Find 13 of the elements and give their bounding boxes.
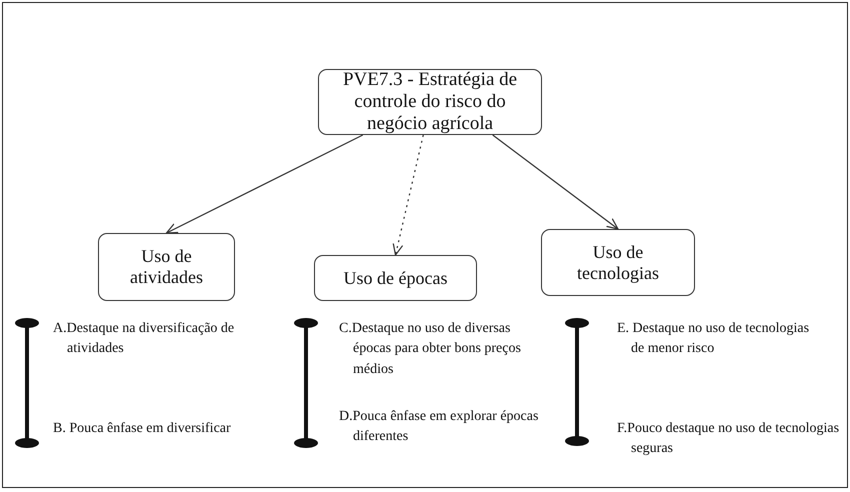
category-box: Uso de tecnologias <box>541 229 695 296</box>
scale-note: E. Destaque no uso de tecnologias de menor risco <box>617 320 810 358</box>
arrow <box>166 134 364 234</box>
arrow <box>492 134 619 230</box>
category-box: PVE7.3 - Estratégia de controle do risco do negócio agrícola <box>318 69 542 135</box>
scale-note: F.Pouco destaque no uso de tecnologias seguras <box>617 420 840 458</box>
category-box: Uso de épocas <box>314 255 477 301</box>
scale-note: A.Destaque na diversificação de atividades <box>53 320 236 358</box>
scale-note: B. Pouca ênfase em diversificar <box>53 420 232 438</box>
arrow <box>392 134 424 256</box>
category-box: Uso de atividades <box>98 233 235 301</box>
scale-note: D.Pouca ênfase em explorar épocas diferentes <box>339 408 540 446</box>
scale-note: C.Destaque no uso de diversas épocas para obter bons preços médios <box>339 320 522 379</box>
